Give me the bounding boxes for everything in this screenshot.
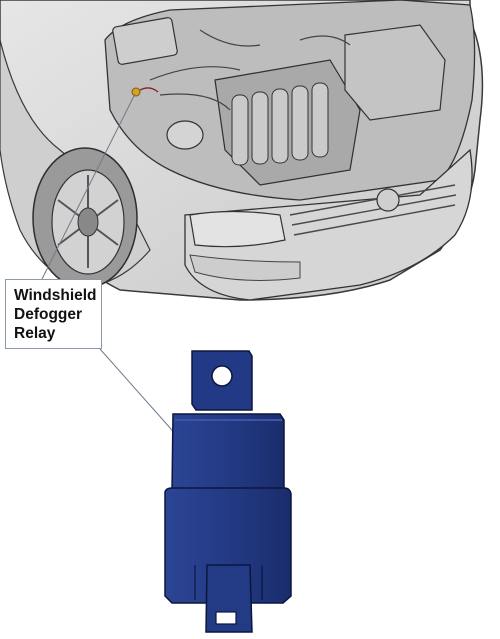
grille-bars [289, 184, 457, 236]
air-filter-box [344, 24, 446, 121]
relay-mounting-hole [211, 365, 233, 387]
relay-wire [139, 87, 159, 93]
relay-lower-housing [164, 487, 292, 604]
callout-label-box: Windshield Defogger Relay [5, 279, 102, 349]
brand-emblem [376, 188, 400, 212]
callout-line-3: Relay [14, 325, 56, 342]
relay-plug-slot [215, 611, 237, 625]
headlight [189, 210, 286, 248]
wheel-hub [77, 207, 99, 237]
car-front-engine-bay-icon [0, 0, 484, 301]
relay-icon [164, 350, 292, 633]
leader-line-to-car [41, 93, 136, 280]
callout-line-2: Defogger [14, 306, 83, 323]
callout-line-1: Windshield [14, 287, 97, 304]
coolant-reservoir [166, 120, 204, 150]
relay-location-marker [131, 87, 141, 97]
relay-upper-body [171, 413, 285, 493]
hoses [149, 29, 351, 111]
relay-plug-ribs [194, 565, 263, 600]
fog-light-area [189, 254, 301, 281]
battery [112, 17, 178, 65]
intake-runners [231, 82, 329, 166]
